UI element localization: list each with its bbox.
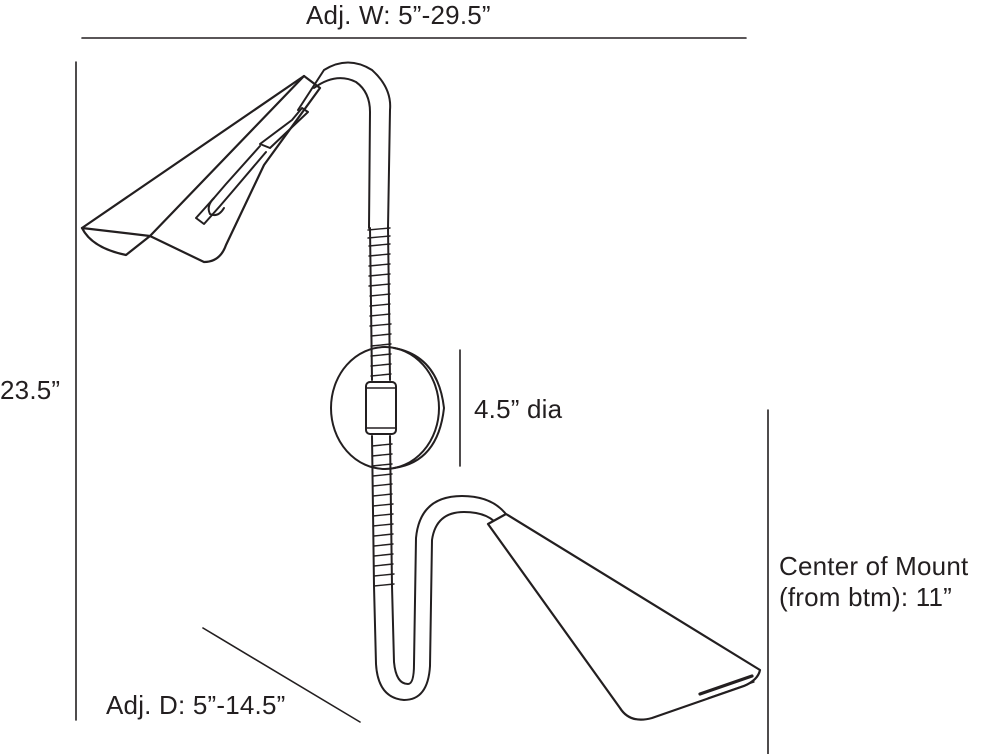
overall-height-label: 23.5” bbox=[0, 375, 61, 405]
upper-coil bbox=[367, 227, 392, 377]
center-of-mount-label: Center of Mount (from btm): 11” bbox=[779, 551, 968, 613]
lower-arm bbox=[373, 495, 511, 701]
adjustable-width-label: Adj. W: 5”-29.5” bbox=[306, 0, 491, 30]
center-of-mount-line-1: Center of Mount bbox=[779, 551, 969, 581]
depth-dimension-line bbox=[202, 627, 361, 723]
lower-coil bbox=[371, 443, 395, 587]
lower-shade bbox=[486, 512, 762, 721]
center-of-mount-line-2: (from btm): 11” bbox=[779, 582, 952, 612]
upper-arm bbox=[297, 61, 392, 229]
upper-shade bbox=[80, 74, 322, 264]
wall-backplate bbox=[330, 346, 445, 470]
backplate-diameter-label: 4.5” dia bbox=[474, 394, 563, 424]
adjustable-depth-label: Adj. D: 5”-14.5” bbox=[106, 690, 286, 720]
